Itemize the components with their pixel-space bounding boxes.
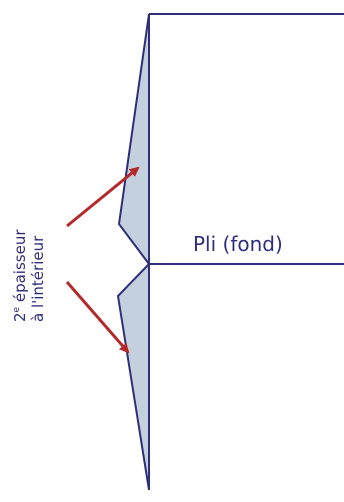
upper-arrow [66, 166, 140, 228]
note-number: 2 [11, 312, 29, 322]
note-line-2: à l'intérieur [29, 235, 47, 322]
upper-inner-thickness [119, 14, 149, 264]
inner-thickness-note: 2e épaisseur à l'intérieur [11, 229, 47, 322]
fold-label: Pli (fond) [193, 232, 283, 256]
note-line-1: 2e épaisseur [11, 229, 29, 322]
note-superscript: e [12, 306, 22, 312]
lower-inner-thickness [118, 264, 149, 490]
lower-arrow [65, 281, 130, 354]
note-word: épaisseur [11, 229, 29, 307]
